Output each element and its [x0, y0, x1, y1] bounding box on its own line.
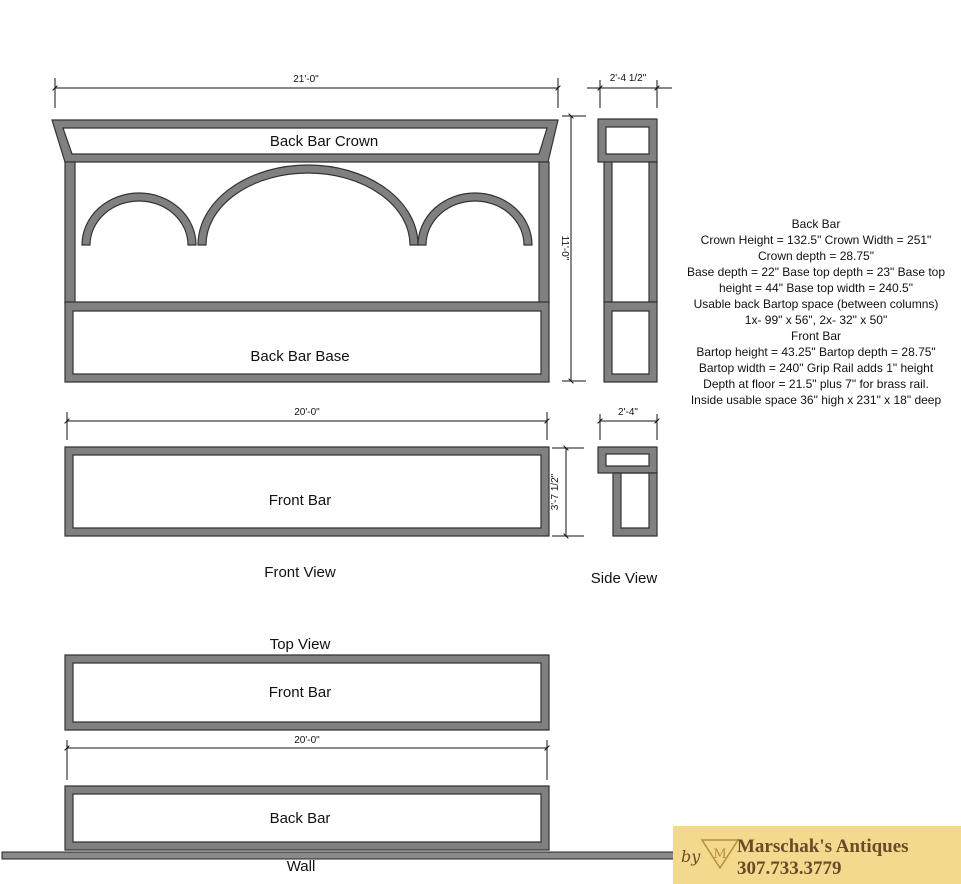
logo-mark: M — [713, 847, 726, 862]
front-bar-front-view: Front Bar — [64, 446, 550, 537]
dim-front-depth-label: 2'-4" — [618, 407, 638, 418]
side-crown — [597, 118, 658, 163]
dim-overall-width: 21'-0" — [52, 74, 561, 108]
dim-front-bar-width-label: 20'-0" — [294, 407, 320, 418]
spec-line: Depth at floor = 21.5" plus 7" for brass… — [703, 377, 929, 391]
dim-front-depth: 2'-4" — [597, 407, 660, 440]
dim-overall-height: 11'-0" — [559, 113, 586, 384]
back-bar-left-column — [64, 161, 76, 305]
back-bar-base — [64, 301, 550, 383]
front-bar-label: Front Bar — [269, 492, 332, 509]
dim-top-width-label: 20'-0" — [294, 735, 320, 746]
dim-front-bar-height-label: 3'-7 1/2" — [550, 473, 561, 510]
dim-back-depth-label: 2'-4 1/2" — [610, 73, 647, 84]
spec-line: height = 44" Base top width = 240.5" — [719, 281, 913, 295]
top-view-caption: Top View — [270, 636, 331, 653]
logo-by: by — [681, 847, 701, 866]
back-bar-right-column — [538, 161, 550, 305]
marschak-logo: by M Marschak's Antiques 307.733.3779 — [673, 826, 961, 884]
dim-overall-height-label: 11'-0" — [559, 236, 570, 261]
wall-label: Wall — [287, 858, 316, 875]
dim-front-bar-width: 20'-0" — [64, 407, 550, 440]
front-bar-frame — [64, 446, 550, 537]
back-bar-front-view: Back Bar Crown Back Bar Base — [51, 119, 559, 383]
top-back-bar-frame — [64, 785, 550, 851]
logo-emblem-icon — [700, 839, 740, 870]
front-bar-top-view: Front Bar — [64, 654, 550, 731]
dim-top-width: 20'-0" — [64, 735, 550, 780]
side-front-top — [597, 446, 658, 474]
back-bar-side-view — [597, 118, 658, 383]
top-front-bar-label: Front Bar — [269, 684, 332, 701]
spec-line: Bartop width = 240" Grip Rail adds 1" he… — [699, 361, 934, 375]
top-back-bar-label: Back Bar — [270, 810, 331, 827]
logo-name: Marschak's Antiques — [737, 836, 909, 857]
logo-background — [673, 826, 961, 884]
back-bar-base-label: Back Bar Base — [250, 348, 349, 365]
spec-line: Crown Height = 132.5" Crown Width = 251" — [701, 233, 932, 247]
spec-line: Back Bar — [792, 217, 841, 231]
logo-phone: 307.733.3779 — [737, 858, 842, 879]
spec-line: Inside usable space 36" high x 231" x 18… — [691, 393, 942, 407]
spec-line: 1x- 99" x 56", 2x- 32" x 50" — [745, 313, 887, 327]
back-bar-top-view: Back Bar — [64, 785, 550, 851]
specs-block: Back Bar Crown Height = 132.5" Crown Wid… — [687, 217, 945, 407]
side-right-post — [648, 161, 658, 303]
dim-front-bar-height: 3'-7 1/2" — [550, 445, 584, 539]
side-base — [603, 301, 658, 383]
side-left-post — [603, 161, 613, 303]
spec-line: Base depth = 22" Base top depth = 23" Ba… — [687, 265, 945, 279]
dim-overall-width-label: 21'-0" — [293, 74, 319, 85]
back-bar-crown-label: Back Bar Crown — [270, 133, 378, 150]
front-bar-side-view — [597, 446, 658, 537]
dim-back-depth: 2'-4 1/2" — [587, 73, 672, 108]
top-front-bar-frame — [64, 654, 550, 731]
arch-left — [81, 192, 197, 246]
spec-line: Usable back Bartop space (between column… — [694, 297, 939, 311]
arch-center — [197, 164, 419, 246]
spec-line: Front Bar — [791, 329, 841, 343]
spec-line: Bartop height = 43.25" Bartop depth = 28… — [696, 345, 935, 359]
side-front-base — [612, 472, 658, 537]
arch-right — [417, 192, 533, 246]
front-view-caption: Front View — [264, 564, 336, 581]
side-view-caption: Side View — [591, 570, 658, 587]
spec-line: Crown depth = 28.75" — [758, 249, 874, 263]
